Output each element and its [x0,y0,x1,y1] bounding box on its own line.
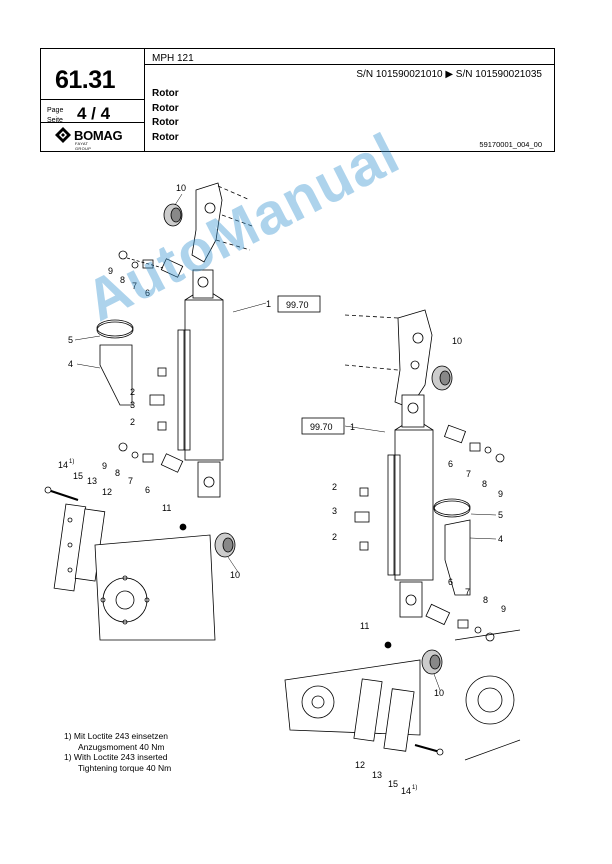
page-label: Page Seite [47,106,63,126]
footnote-de: 1) Mit Loctite 243 einsetzen [64,731,168,741]
page-number: 4 / 4 [77,104,111,123]
serial-range: S/N 101590021010 ▶ S/N 101590021035 [356,69,542,80]
callout: 2 [130,387,135,397]
callout: 4 [498,534,503,544]
callout: 6 [145,288,150,298]
callout: 9 [498,489,503,499]
callout: 6 [448,577,453,587]
footnote-marker: 1) [69,459,74,465]
ref-label: 99.70 [310,422,333,432]
callout: 14 [401,786,411,796]
callout: 12 [355,760,365,770]
title-line: Rotor [152,102,179,114]
title-line: Rotor [152,88,179,99]
section-number: 61.31 [55,66,116,94]
callout: 15 [388,779,398,789]
callout: 6 [145,485,150,495]
header-rule [41,99,144,100]
footnote-en-torque: Tightening torque 40 Nm [78,762,172,773]
callout: 7 [465,587,470,597]
callout: 5 [498,510,503,520]
reference-box-left: 99.70 [277,295,321,313]
page-label-de: Page [47,107,64,114]
callout: 7 [128,476,133,486]
callout: 10 [434,688,444,698]
footnote-de-torque: Anzugsmoment 40 Nm [78,741,165,752]
callout: 14 [58,460,68,470]
callout: 8 [482,479,487,489]
title-line: Rotor [152,131,179,143]
callout: 2 [332,532,337,542]
callout: 11 [162,503,171,513]
brand-name: BOMAG [74,128,123,143]
callout: 10 [176,183,186,193]
callout: 3 [130,400,135,410]
title-line: Rotor [152,117,179,128]
callout: 8 [483,595,488,605]
bomag-logo: BOMAG FAYAT GROUP [55,127,123,151]
reference-box-right: 99.70 [301,417,345,435]
callout: 13 [372,770,382,780]
callout: 3 [332,506,337,516]
header-box: MPH 121 S/N 101590021010 ▶ S/N 101590021… [40,48,555,152]
callout: 1 [266,299,271,309]
callout: 10 [230,570,240,580]
callout: 2 [130,417,135,427]
callout: 13 [87,476,97,486]
callout: 9 [108,266,113,276]
callout: 8 [115,468,120,478]
callout: 7 [132,281,137,291]
callouts-left: 10 9 8 7 6 1 5 4 2 3 2 9 8 7 6 14 15 13 … [58,183,271,580]
header-rule [144,64,554,65]
callout: 12 [102,487,112,497]
footnotes: 1) Mit Loctite 243 einsetzen Anzugsmomen… [64,731,171,773]
callout: 15 [73,471,83,481]
brand-subtitle: FAYAT GROUP [75,141,92,151]
callout: 4 [68,359,73,369]
callout: 11 [360,621,369,631]
title-list: Rotor Rotor Rotor Rotor [152,87,179,145]
callout: 10 [452,336,462,346]
header-rule [41,122,144,123]
bomag-diamond-icon [55,127,71,143]
callout: 5 [68,335,73,345]
callout: 2 [332,482,337,492]
callout: 9 [501,604,506,614]
footnote-en: 1) With Loctite 243 inserted [64,752,168,762]
model-name: MPH 121 [152,53,194,64]
header-divider [144,49,145,151]
footnote-marker: 1) [412,785,417,791]
document-ref: 59170001_004_00 [479,140,542,149]
callout: 9 [102,461,107,471]
page-label-en: Seite [47,117,63,124]
callout: 8 [120,275,125,285]
callout: 6 [448,459,453,469]
ref-label: 99.70 [286,300,309,310]
callout: 7 [466,469,471,479]
